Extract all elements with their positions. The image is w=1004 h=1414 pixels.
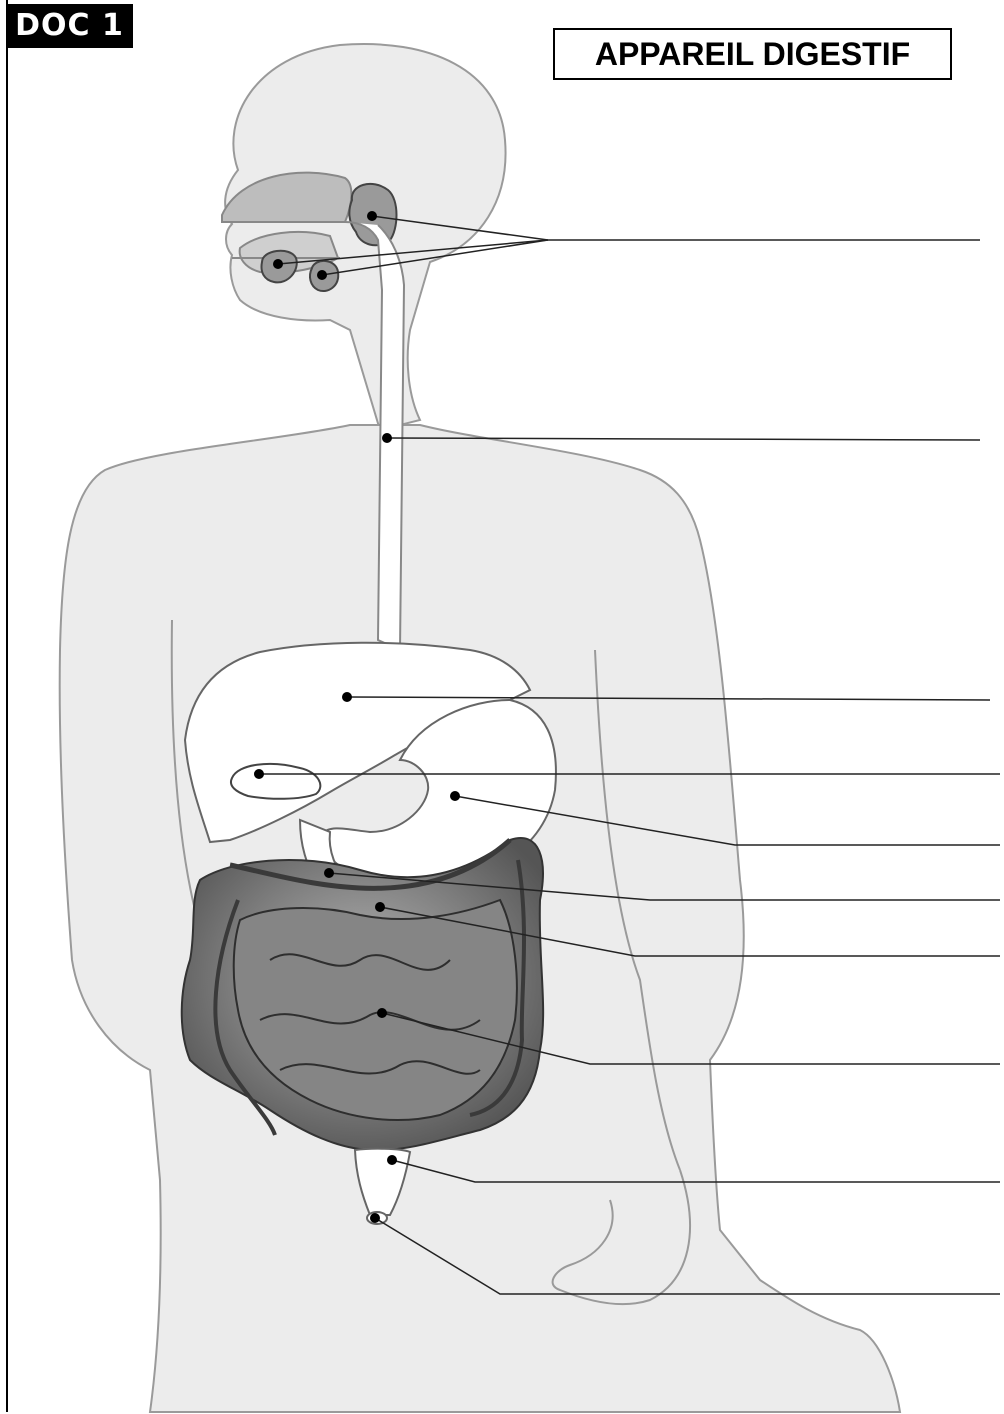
marker-stomach xyxy=(450,791,460,801)
gallbladder xyxy=(231,764,320,799)
marker-duodenum xyxy=(324,868,334,878)
marker-large-intestine xyxy=(375,902,385,912)
marker-parotid xyxy=(367,211,377,221)
marker-small-intestine xyxy=(377,1008,387,1018)
marker-liver xyxy=(342,692,352,702)
marker-anus xyxy=(370,1213,380,1223)
marker-gallbladder xyxy=(254,769,264,779)
marker-sublingual xyxy=(317,270,327,280)
marker-esophagus xyxy=(382,433,392,443)
marker-rectum xyxy=(387,1155,397,1165)
marker-submandibular xyxy=(273,259,283,269)
